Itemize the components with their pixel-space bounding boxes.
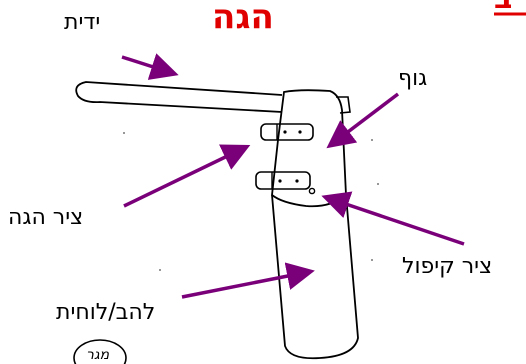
lower-pintle-strap: [255, 171, 311, 190]
label-handle: ידית: [64, 10, 101, 35]
logo-stamp: [73, 339, 127, 364]
rivet: [283, 130, 287, 134]
arrow-handle: [121, 53, 179, 80]
arrow-body: [326, 92, 400, 149]
page-title: הגה: [212, 0, 274, 37]
arrow-blade: [181, 262, 315, 299]
rudder-blade-shape: [271, 194, 359, 360]
arrow-fold-axis: [321, 191, 465, 246]
tiller-shape: [75, 81, 283, 113]
title-corner-mark: ב: [494, 0, 512, 14]
rivet: [278, 179, 282, 183]
label-hinge-axis: ציר הגה: [8, 205, 84, 230]
rivet: [298, 130, 302, 134]
head-tab: [336, 96, 351, 114]
label-blade: להב/לוחית: [56, 300, 156, 325]
label-body: גוף: [398, 66, 428, 91]
label-fold-axis: ציר קיפול: [402, 254, 493, 279]
logo-text: מגר: [86, 347, 110, 363]
upper-pintle-strap: [260, 123, 314, 141]
rivet: [295, 179, 299, 183]
fold-pivot: [308, 187, 316, 195]
arrow-hinge-axis: [123, 144, 251, 208]
